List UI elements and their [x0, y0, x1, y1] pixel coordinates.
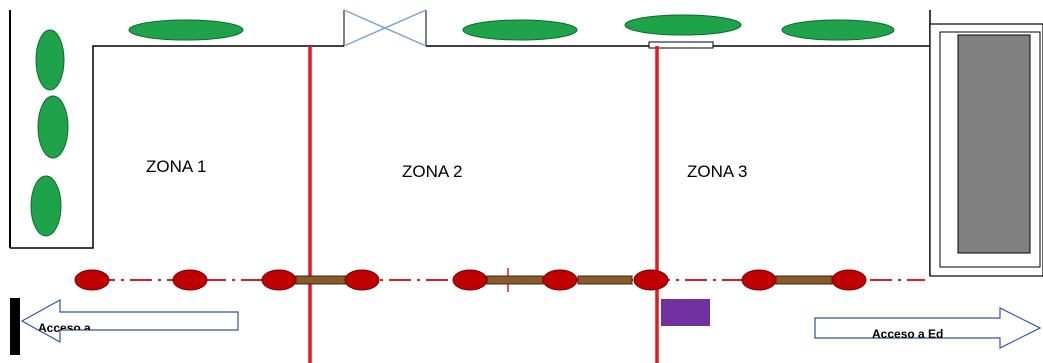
post-icon — [542, 269, 578, 291]
post-icon — [741, 269, 777, 291]
barrier-icon — [295, 275, 347, 285]
zone-label-3: ZONA 3 — [687, 162, 747, 181]
post-icon — [633, 269, 669, 291]
post-icon — [452, 269, 488, 291]
door-x-icon — [343, 9, 427, 47]
barrier-icon — [486, 275, 544, 285]
zone-label-1: ZONA 1 — [146, 157, 206, 176]
shrub-icon — [30, 175, 62, 237]
shrub-icon — [128, 19, 244, 41]
access-left-label: Acceso a — [38, 321, 91, 335]
access-arrow-icon: Acceso a — [20, 298, 239, 344]
left-black-bar — [10, 298, 20, 355]
access-arrow-icon: Acceso a Ed — [814, 307, 1042, 349]
post-icon — [261, 269, 297, 291]
shrub-icon — [462, 19, 578, 41]
building-outline — [10, 45, 344, 249]
posts — [74, 269, 867, 291]
shrub-icon — [781, 19, 895, 41]
barrier-icon — [577, 275, 633, 285]
post-icon — [344, 269, 380, 291]
shrub-icon — [37, 95, 69, 159]
left-shrubs — [30, 29, 69, 237]
grey-block — [957, 34, 1031, 254]
shrub-icon — [35, 29, 65, 91]
top-wall-opening — [648, 41, 714, 49]
post-icon — [831, 269, 867, 291]
zone-label-2: ZONA 2 — [402, 162, 462, 181]
purple-block — [661, 299, 710, 326]
right-building — [929, 10, 1043, 277]
post-icon — [74, 269, 110, 291]
access-right-label: Acceso a Ed — [872, 327, 943, 341]
barrier-icon — [775, 275, 833, 285]
top-shrubs — [128, 14, 895, 41]
shrub-icon — [624, 14, 742, 36]
post-icon — [172, 269, 208, 291]
